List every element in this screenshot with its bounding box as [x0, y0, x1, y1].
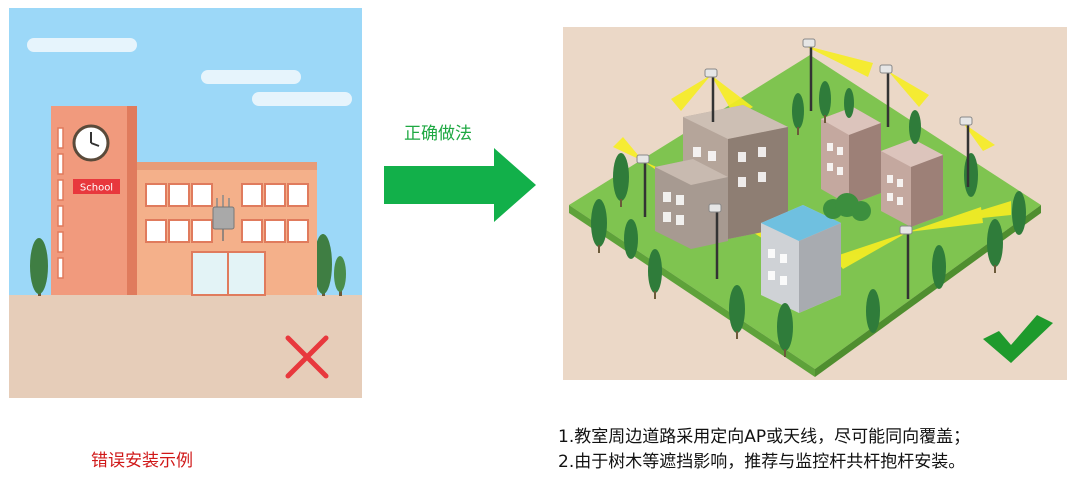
bushes	[823, 193, 871, 221]
note-line-2: 2.由于树木等遮挡影响，推荐与监控杆共杆抱杆安装。	[558, 452, 966, 472]
arrow-label: 正确做法	[404, 124, 472, 144]
ground	[9, 295, 362, 398]
wrong-scene-svg: School	[9, 8, 362, 398]
building-windows	[145, 183, 309, 243]
building-right-mid	[881, 139, 943, 227]
school-sign	[73, 179, 120, 194]
correct-scene-svg	[563, 27, 1067, 380]
check-icon	[983, 315, 1053, 363]
correct-installation-illustration	[563, 27, 1067, 380]
wrong-installation-illustration: School	[9, 8, 362, 398]
clock-icon	[72, 124, 110, 162]
pole-mounted-aps	[636, 38, 973, 235]
arrow-right-icon	[384, 148, 536, 222]
wall-mounted-ap	[212, 195, 235, 241]
wrong-example-caption: 错误安装示例	[91, 451, 193, 471]
monitor-poles	[643, 45, 970, 299]
school-door	[191, 251, 266, 296]
left-trees	[30, 234, 346, 296]
note-line-1: 1.教室周边道路采用定向AP或天线，尽可能同向覆盖；	[558, 427, 971, 447]
building-front	[761, 205, 841, 313]
tower-side-windows	[57, 127, 64, 279]
clouds	[27, 38, 352, 106]
cross-icon	[285, 335, 329, 379]
direction-arrow	[384, 148, 536, 222]
school-sign-text: School	[80, 183, 113, 194]
building-right-top	[821, 107, 881, 205]
